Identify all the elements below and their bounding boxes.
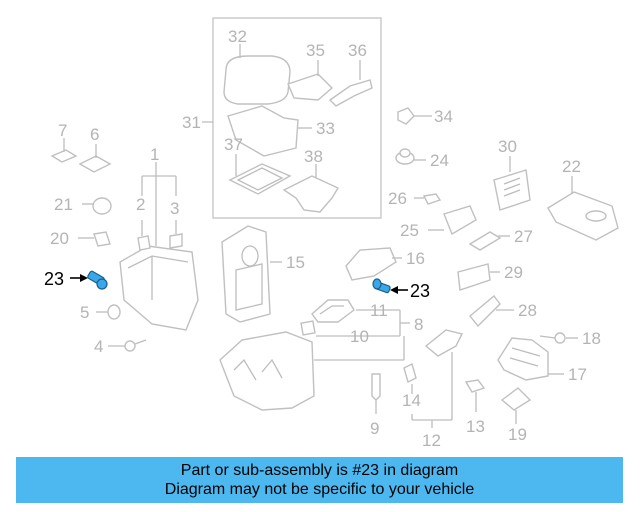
callout-22: 22 [562, 157, 581, 176]
part-26-screw [422, 193, 442, 205]
callout-29: 29 [504, 263, 523, 282]
callout-26: 26 [388, 189, 407, 208]
callout-33: 33 [316, 119, 335, 138]
callout-31: 31 [182, 113, 201, 132]
callout-12: 12 [422, 431, 441, 450]
callout-35: 35 [306, 41, 325, 60]
callout-5: 5 [80, 303, 89, 322]
part-30 [493, 169, 531, 211]
part-12-bracket [424, 329, 464, 357]
part-37-tray [228, 163, 292, 195]
part-3 [169, 233, 183, 249]
part-33-armrest-body [227, 105, 299, 157]
part-19 [500, 387, 532, 411]
callout-32: 32 [228, 27, 247, 46]
part-9-screw [371, 373, 381, 401]
part-16 [345, 247, 397, 281]
part-17 [497, 337, 549, 381]
callout-8: 8 [414, 315, 423, 334]
callout-30: 30 [498, 137, 517, 156]
part-28 [469, 294, 501, 328]
part-13-screw [464, 379, 486, 393]
part-22 [547, 191, 619, 241]
part-11 [311, 299, 355, 323]
part-5 [107, 304, 121, 320]
part-6 [78, 155, 112, 173]
part-1-console [119, 245, 199, 331]
callout-14: 14 [402, 391, 421, 410]
part-7 [50, 149, 78, 163]
callout-18: 18 [582, 329, 601, 348]
callout-15: 15 [286, 253, 305, 272]
part-lower-housing [219, 331, 315, 411]
part-20 [93, 231, 111, 247]
part-23-right-highlighted [372, 278, 391, 294]
callout-36: 36 [348, 41, 367, 60]
arrow-23-left [80, 274, 88, 282]
banner-line-2: Diagram may not be specific to your vehi… [164, 481, 475, 498]
part-38 [282, 175, 340, 213]
part-21-knob [92, 197, 112, 215]
part-14 [403, 362, 417, 384]
callout-24: 24 [430, 151, 449, 170]
callout-34: 34 [434, 107, 453, 126]
part-10 [300, 320, 316, 336]
part-18-bolt [554, 332, 566, 344]
callout-16: 16 [406, 249, 425, 268]
callout-11: 11 [370, 301, 388, 320]
callout-19: 19 [508, 425, 527, 444]
callout-3: 3 [170, 199, 179, 218]
callout-1: 1 [150, 145, 159, 164]
callout-27: 27 [514, 227, 533, 246]
callout-13: 13 [466, 417, 485, 436]
part-25 [443, 205, 477, 236]
part-36 [328, 79, 373, 107]
callout-20: 20 [50, 229, 69, 248]
part-23-left-highlighted [87, 270, 108, 290]
arrow-23-right [390, 286, 398, 294]
callout-37: 37 [224, 135, 243, 154]
part-32-armrest-lid [223, 55, 291, 105]
callout-6: 6 [90, 125, 99, 144]
callout-38: 38 [304, 147, 323, 166]
part-35 [287, 73, 334, 101]
part-29 [457, 263, 491, 291]
part-4 [124, 340, 136, 352]
callout-4: 4 [94, 337, 103, 356]
callout-10: 10 [350, 327, 369, 346]
callout-23-left: 23 [44, 269, 64, 289]
callout-2: 2 [136, 195, 145, 214]
callout-25: 25 [400, 221, 419, 240]
callout-28: 28 [518, 301, 537, 320]
part-15-panel [221, 225, 271, 323]
info-banner: Part or sub-assembly is #23 in diagram D… [16, 457, 623, 503]
callout-7: 7 [58, 121, 67, 140]
banner-line-1: Part or sub-assembly is #23 in diagram [180, 462, 459, 479]
part-27 [468, 231, 502, 251]
part-34-clip [397, 107, 415, 125]
callout-17: 17 [568, 365, 587, 384]
subassembly-box [212, 17, 382, 219]
part-2 [137, 235, 151, 251]
callout-21: 21 [54, 195, 73, 214]
callout-23-right: 23 [410, 281, 430, 301]
callout-9: 9 [370, 419, 379, 438]
